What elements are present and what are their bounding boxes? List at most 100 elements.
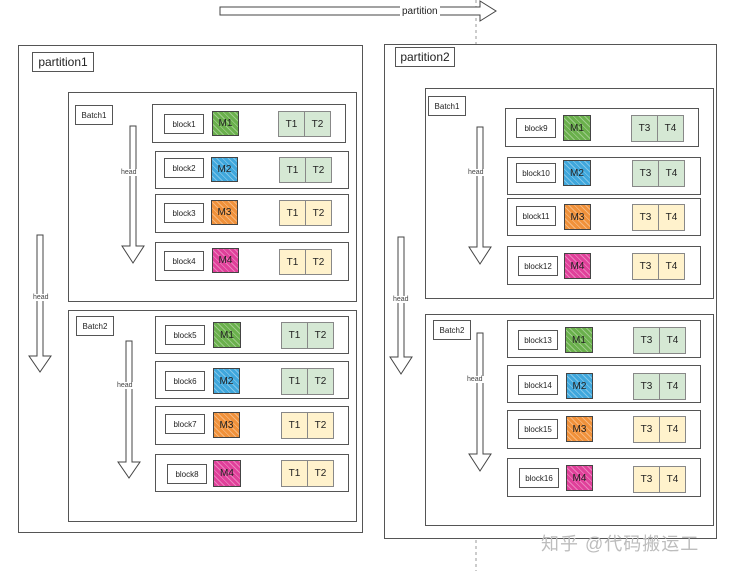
t-pair-block9: T3 T4	[631, 115, 684, 142]
t-cell: T4	[659, 417, 685, 442]
t-cell: T3	[638, 123, 651, 134]
block-label-block12: block12	[518, 256, 558, 276]
m-box-block9: M1	[563, 115, 591, 141]
t-pair-block5: T1 T2	[281, 322, 334, 349]
t-cell: T1	[286, 256, 299, 268]
t-pair-block15: T3 T4	[633, 416, 686, 443]
head-arrow-icon	[117, 340, 141, 479]
block-label-block14: block14	[518, 375, 558, 395]
head-label: head	[116, 382, 134, 389]
t-cell: T2	[307, 323, 333, 348]
t-pair-block4: T1 T2	[279, 249, 332, 275]
batch-label-p2-b1: Batch1	[428, 96, 466, 116]
t-cell: T2	[304, 112, 330, 136]
t-cell: T3	[639, 212, 652, 223]
partition-arrow-label: partition	[400, 6, 440, 17]
t-cell: T2	[305, 158, 331, 182]
t-cell: T3	[640, 381, 653, 392]
block-label-block2: block2	[164, 158, 204, 178]
t-pair-block13: T3 T4	[633, 327, 686, 354]
t-cell: T1	[288, 330, 301, 341]
m-box-block3: M3	[211, 200, 238, 225]
t-cell: T2	[305, 201, 331, 225]
t-cell: T1	[288, 468, 301, 479]
t-cell: T2	[307, 461, 333, 486]
t-cell: T1	[286, 207, 299, 219]
m-box-block11: M3	[564, 204, 591, 230]
t-pair-block12: T3 T4	[632, 253, 685, 280]
m-box-block15: M3	[566, 416, 593, 442]
m-box-block2: M2	[211, 157, 238, 182]
partition-arrow-icon	[219, 0, 497, 22]
t-pair-block7: T1 T2	[281, 412, 334, 439]
block-label-block13: block13	[518, 330, 558, 350]
t-pair-block2: T1 T2	[279, 157, 332, 183]
m-box-block13: M1	[565, 327, 593, 353]
partition-label-1: partition1	[32, 52, 94, 72]
m-box-block5: M1	[213, 322, 241, 348]
t-cell: T3	[639, 261, 652, 272]
head-arrow-icon	[121, 125, 145, 264]
head-arrow-icon	[468, 126, 492, 265]
t-cell: T4	[657, 116, 683, 141]
head-arrow-icon	[468, 332, 492, 472]
t-cell: T4	[658, 254, 684, 279]
t-cell: T4	[658, 161, 684, 186]
m-box-block12: M4	[564, 253, 591, 279]
t-cell: T2	[305, 250, 331, 274]
m-box-block1: M1	[212, 111, 239, 136]
t-pair-block8: T1 T2	[281, 460, 334, 487]
block-label-block5: block5	[165, 325, 205, 345]
t-cell: T1	[285, 118, 298, 130]
t-cell: T4	[659, 374, 685, 399]
t-cell: T4	[658, 205, 684, 230]
block-label-block7: block7	[165, 414, 205, 434]
m-box-block16: M4	[566, 465, 593, 491]
head-label: head	[32, 294, 50, 301]
head-arrow-icon	[28, 234, 52, 373]
t-cell: T4	[659, 328, 685, 353]
block-label-block6: block6	[165, 371, 205, 391]
batch-label-p1-b2: Batch2	[76, 316, 114, 336]
t-cell: T2	[307, 369, 333, 394]
m-box-block4: M4	[212, 248, 239, 273]
block-label-block11: block11	[516, 206, 556, 226]
t-cell: T3	[640, 474, 653, 485]
block-label-block4: block4	[164, 251, 204, 271]
head-label: head	[120, 169, 138, 176]
block-label-block9: block9	[516, 118, 556, 138]
t-cell: T1	[288, 376, 301, 387]
partition-label-2: partition2	[395, 47, 455, 67]
t-cell: T3	[640, 424, 653, 435]
batch-label-p1-b1: Batch1	[75, 105, 113, 125]
head-arrow-icon	[389, 236, 413, 375]
batch-label-p2-b2: Batch2	[433, 320, 471, 340]
t-pair-block16: T3 T4	[633, 466, 686, 493]
m-box-block14: M2	[566, 373, 593, 399]
t-pair-block1: T1 T2	[278, 111, 331, 137]
head-label: head	[467, 169, 485, 176]
t-cell: T3	[640, 335, 653, 346]
block-label-block3: block3	[164, 203, 204, 223]
m-box-block7: M3	[213, 412, 240, 438]
head-label: head	[466, 376, 484, 383]
watermark-text: 知乎 @代码搬运工	[541, 534, 700, 554]
m-box-block10: M2	[563, 160, 591, 186]
t-pair-block10: T3 T4	[632, 160, 685, 187]
block-label-block16: block16	[519, 468, 559, 488]
t-cell: T1	[286, 164, 299, 176]
t-pair-block3: T1 T2	[279, 200, 332, 226]
t-cell: T4	[659, 467, 685, 492]
t-pair-block14: T3 T4	[633, 373, 686, 400]
t-pair-block6: T1 T2	[281, 368, 334, 395]
t-cell: T3	[639, 168, 652, 179]
block-label-block1: block1	[164, 114, 204, 134]
block-label-block15: block15	[518, 419, 558, 439]
t-cell: T1	[288, 420, 301, 431]
block-label-block10: block10	[516, 163, 556, 183]
head-label: head	[392, 296, 410, 303]
t-pair-block11: T3 T4	[632, 204, 685, 231]
t-cell: T2	[307, 413, 333, 438]
m-box-block8: M4	[213, 460, 241, 487]
